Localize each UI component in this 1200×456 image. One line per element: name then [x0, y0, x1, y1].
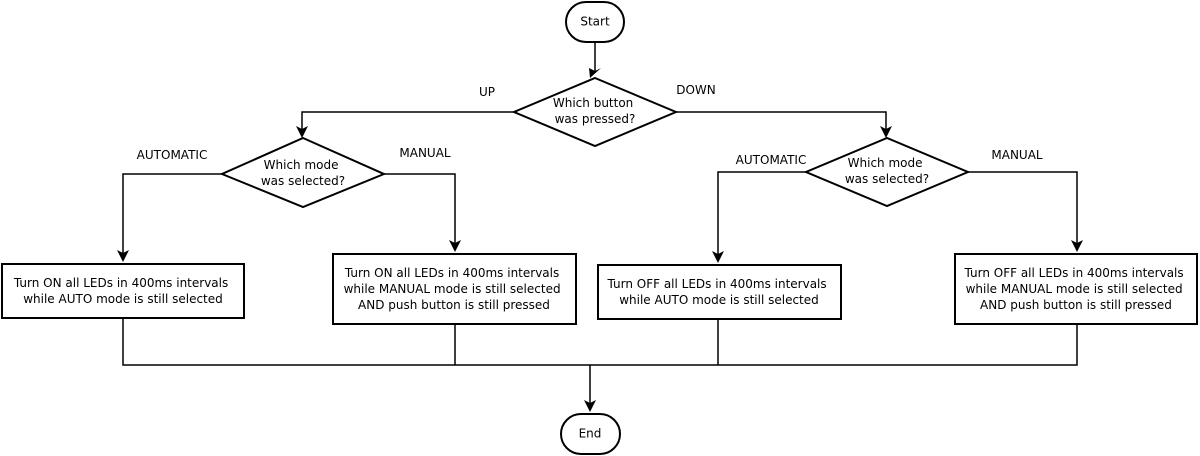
edge-up — [301, 111, 514, 132]
process-off-manual-label: Turn OFF all LEDs in 400ms intervals whi… — [964, 266, 1188, 312]
edge-merge-bottom — [122, 318, 1078, 366]
decision-mode-left: Which mode was selected? — [219, 136, 387, 209]
arrowhead-off-auto — [712, 251, 724, 263]
edge-left-automatic — [122, 173, 222, 257]
edge-label-right-automatic: AUTOMATIC — [736, 153, 807, 167]
arrowhead-to-end — [584, 400, 596, 412]
connectors — [122, 42, 1078, 404]
decision-mode-left-label: Which mode was selected? — [261, 158, 345, 188]
process-on-auto-label: Turn ON all LEDs in 400ms intervals whil… — [13, 276, 232, 306]
process-off-auto: Turn OFF all LEDs in 400ms intervals whi… — [597, 264, 842, 320]
end-label: End — [579, 427, 602, 441]
edge-label-left-manual: MANUAL — [399, 146, 451, 160]
edge-down — [676, 111, 887, 132]
arrowhead-on-manual — [449, 240, 461, 252]
arrowhead-off-manual — [1071, 240, 1083, 252]
process-on-auto: Turn ON all LEDs in 400ms intervals whil… — [1, 263, 245, 319]
edge-label-right-manual: MANUAL — [991, 148, 1043, 162]
edge-labels: UP DOWN AUTOMATIC MANUAL AUTOMATIC MANUA… — [137, 83, 1043, 167]
process-off-auto-label: Turn OFF all LEDs in 400ms intervals whi… — [607, 277, 831, 307]
arrowheads — [117, 68, 1083, 412]
process-off-manual: Turn OFF all LEDs in 400ms intervals whi… — [954, 253, 1198, 325]
start-label: Start — [580, 15, 610, 29]
process-on-manual-label: Turn ON all LEDs in 400ms intervals whil… — [344, 266, 565, 312]
decision-mode-right: Which mode was selected? — [803, 136, 971, 208]
end-terminal: End — [560, 413, 621, 455]
arrowhead-on-auto — [117, 250, 129, 262]
start-terminal: Start — [565, 1, 625, 43]
edge-right-automatic — [717, 171, 806, 257]
arrowhead-down — [880, 126, 892, 138]
edge-label-up: UP — [479, 85, 495, 99]
arrowhead-up — [296, 126, 308, 138]
decision-mode-right-label: Which mode was selected? — [845, 156, 929, 186]
edge-label-down: DOWN — [676, 83, 716, 97]
edge-right-manual — [968, 171, 1078, 247]
arrowhead-to-button — [589, 68, 601, 78]
edge-label-left-automatic: AUTOMATIC — [137, 148, 208, 162]
decision-which-button-label: Which button was pressed? — [553, 96, 637, 126]
edge-left-manual — [384, 173, 456, 247]
process-on-manual: Turn ON all LEDs in 400ms intervals whil… — [332, 253, 577, 325]
decision-which-button: Which button was pressed? — [511, 76, 679, 148]
